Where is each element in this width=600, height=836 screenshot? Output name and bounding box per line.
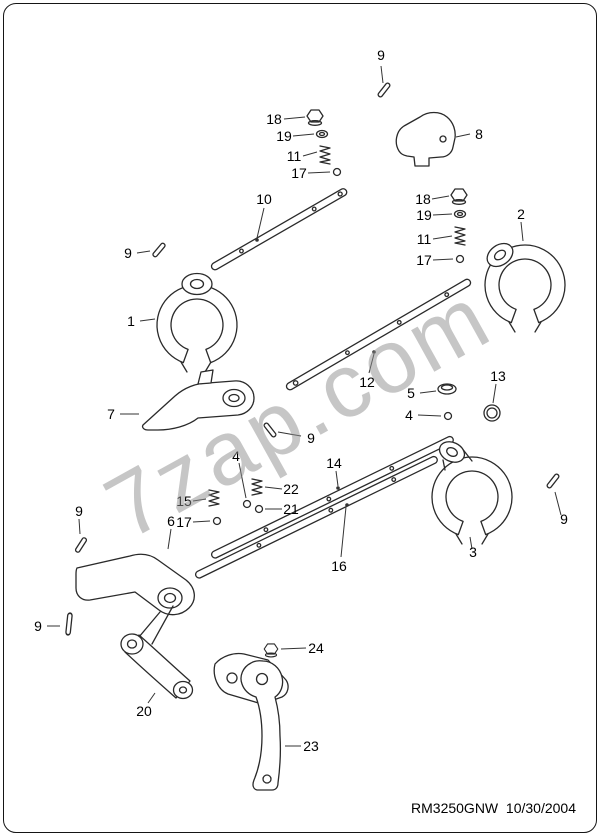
bolt-18-upper-icon <box>306 109 324 126</box>
callout-13-ring: 13 <box>490 368 506 384</box>
link-lines <box>138 605 174 645</box>
callout-22-spring: 22 <box>283 481 299 497</box>
ball-21-icon <box>254 504 264 514</box>
lever-23 <box>240 660 284 791</box>
callout-9-pin-left: 9 <box>124 245 132 261</box>
bolt-24-icon <box>263 643 279 658</box>
callout-2-fork: 2 <box>517 206 525 222</box>
pin-9-lowerleft-icon <box>74 536 88 554</box>
ring-13-icon <box>483 404 501 422</box>
callout-1-fork: 1 <box>127 313 135 329</box>
callout-18-bolt-right: 18 <box>415 191 431 207</box>
pin-9-top-icon <box>376 81 392 99</box>
ball-4-right-icon <box>443 411 453 421</box>
callout-21-ball: 21 <box>283 501 299 517</box>
callout-9-pin-mid: 9 <box>307 430 315 446</box>
callout-17-ball-lower: 17 <box>176 514 192 530</box>
callout-9-pin-leftedge: 9 <box>34 618 42 634</box>
shift-fork-2 <box>484 242 566 333</box>
callout-24-bolt: 24 <box>308 640 324 656</box>
shift-shaft-12 <box>285 278 472 391</box>
callout-15-spring: 15 <box>176 493 192 509</box>
washer-19-right-icon <box>453 209 467 219</box>
ball-17-right-icon <box>455 254 465 264</box>
pin-9-mid-icon <box>262 421 278 439</box>
shift-shaft-14 <box>210 435 454 559</box>
callout-9-pin-lowerleft: 9 <box>75 503 83 519</box>
cap-5-icon <box>437 383 457 395</box>
ball-17-lower-icon <box>212 516 222 526</box>
spring-22-icon <box>251 478 263 496</box>
shift-bracket-7 <box>141 369 255 431</box>
callout-6-bracket: 6 <box>167 513 175 529</box>
selector-lever-8 <box>395 111 456 167</box>
lever-arm-20 <box>120 633 194 700</box>
ball-17-upper-icon <box>332 167 342 177</box>
leader-lines <box>47 65 562 747</box>
shift-shaft-16 <box>194 455 438 579</box>
callout-23-lever: 23 <box>303 738 319 754</box>
leader-dots <box>255 238 376 507</box>
callout-14-shaft: 14 <box>326 455 342 471</box>
callout-8-lever: 8 <box>475 126 483 142</box>
spring-11-upper-icon <box>319 145 331 165</box>
callout-9-pin-right: 9 <box>560 511 568 527</box>
pin-9-left-icon <box>151 241 167 259</box>
callout-19-washer-right: 19 <box>416 207 432 223</box>
spring-15-icon <box>208 489 220 507</box>
callout-7-bracket: 7 <box>107 406 115 422</box>
shift-bracket-6 <box>75 553 195 616</box>
shift-fork-1 <box>156 272 238 373</box>
spring-11-right-icon <box>454 226 466 246</box>
callout-20-lever: 20 <box>136 703 152 719</box>
callout-12-shaft: 12 <box>359 374 375 390</box>
pin-9-leftedge-icon <box>64 612 74 636</box>
callout-4-ball-right: 4 <box>405 407 413 423</box>
callout-18-bolt-upper: 18 <box>266 111 282 127</box>
callout-16-shaft: 16 <box>331 558 347 574</box>
footer-code: RM3250GNW 10/30/2004 <box>411 800 576 816</box>
callout-10-shaft: 10 <box>256 191 272 207</box>
shift-fork-3 <box>431 441 513 545</box>
pin-9-right-icon <box>545 472 561 490</box>
callout-17-ball-right: 17 <box>416 252 432 268</box>
ball-4-mid-icon <box>242 499 252 509</box>
shift-shaft-10 <box>210 188 348 271</box>
callout-19-washer-upper: 19 <box>276 128 292 144</box>
washer-19-upper-icon <box>315 129 329 139</box>
callout-9-pin-top: 9 <box>377 47 385 63</box>
callout-5-cap: 5 <box>407 385 415 401</box>
callout-11-spring-right: 11 <box>417 231 432 247</box>
callout-4-ball-mid: 4 <box>232 448 240 464</box>
callout-17-ball-upper: 17 <box>291 165 307 181</box>
callout-11-spring-upper: 11 <box>287 148 302 164</box>
callout-3-fork: 3 <box>469 544 477 560</box>
bolt-18-right-icon <box>450 188 468 205</box>
